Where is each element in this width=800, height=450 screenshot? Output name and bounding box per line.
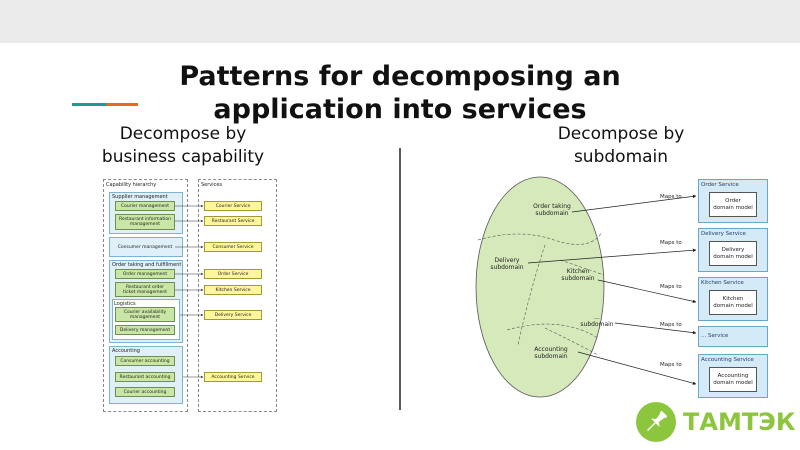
maps-arrow-accounting (577, 351, 697, 385)
service-accounting: Accounting Service (204, 372, 262, 382)
slide-title-line-2: application into services (213, 94, 587, 125)
maps-to-label-delivery: Maps to (660, 240, 682, 246)
domain-ellipse (475, 176, 605, 398)
boundary-order-taking (477, 231, 603, 245)
group-label-logistics: Logistics (114, 301, 136, 307)
boundary-delivery-kitchen (517, 244, 546, 346)
logo-badge (636, 402, 676, 442)
maps-arrow-delivery (527, 248, 697, 264)
capability-consumer-accounting: Consumer accounting (115, 356, 175, 366)
capability-delivery-management: Delivery management (115, 325, 175, 335)
maps-arrow-order (571, 194, 697, 213)
right-heading-line-1: Decompose by (557, 124, 685, 144)
service-box-other: ... Service (698, 326, 768, 347)
capability-consumer-management: Consumer management (117, 244, 173, 250)
group-label-accounting: Accounting (112, 348, 140, 354)
capability-courier-accounting: Courier accounting (115, 387, 175, 397)
left-heading-line-2: business capability (101, 147, 265, 167)
capability-hierarchy-title: Capability hierarchy (106, 182, 157, 188)
left-heading-line-1: Decompose by (119, 124, 247, 144)
capability-restaurant-accounting: Restaurant accounting (115, 372, 175, 382)
column-divider (399, 148, 401, 410)
maps-to-label-kitchen: Maps to (660, 284, 682, 290)
boundary-accounting (506, 323, 599, 339)
boundary-kitchen-other (559, 259, 605, 276)
slide-title-line-1: Patterns for decomposing an (179, 61, 621, 92)
service-consumer: Consumer Service (204, 242, 262, 252)
subdomain-other: ...subdomain (580, 314, 614, 328)
service-restaurant: Restaurant Service (204, 216, 262, 226)
maps-arrow-kitchen (597, 279, 697, 304)
right-heading-line-2: subdomain (573, 147, 669, 167)
slide-title: Patterns for decomposing an application … (100, 60, 700, 126)
service-order: Order Service (204, 269, 262, 279)
top-bar (0, 0, 800, 43)
title-accent-orange (106, 103, 138, 106)
group-label-supplier: Supplier management (112, 194, 168, 200)
capability-hierarchy-box (103, 179, 188, 412)
services-title: Services (201, 182, 223, 188)
service-kitchen: Kitchen Service (204, 285, 262, 295)
services-box (198, 179, 277, 412)
service-courier: Courier Service (204, 201, 262, 211)
maps-to-label-accounting: Maps to (660, 362, 682, 368)
pushpin-icon (647, 411, 667, 431)
capability-courier-management: Courier management (115, 201, 175, 211)
group-label-order-taking: Order taking and fulfillment (112, 262, 182, 268)
right-column-heading: Decompose by subdomain (511, 123, 731, 169)
left-column-heading: Decompose by business capability (73, 123, 293, 169)
boundary-other (544, 327, 599, 356)
maps-to-label-other: Maps to (660, 322, 682, 328)
maps-to-label-order: Maps to (660, 194, 682, 200)
logo-text: ТАМТЭК (683, 408, 796, 436)
title-accent-teal (72, 103, 106, 106)
capability-order-management: Order management (115, 269, 175, 279)
service-delivery: Delivery Service (204, 310, 262, 320)
maps-arrow-other (614, 322, 697, 335)
